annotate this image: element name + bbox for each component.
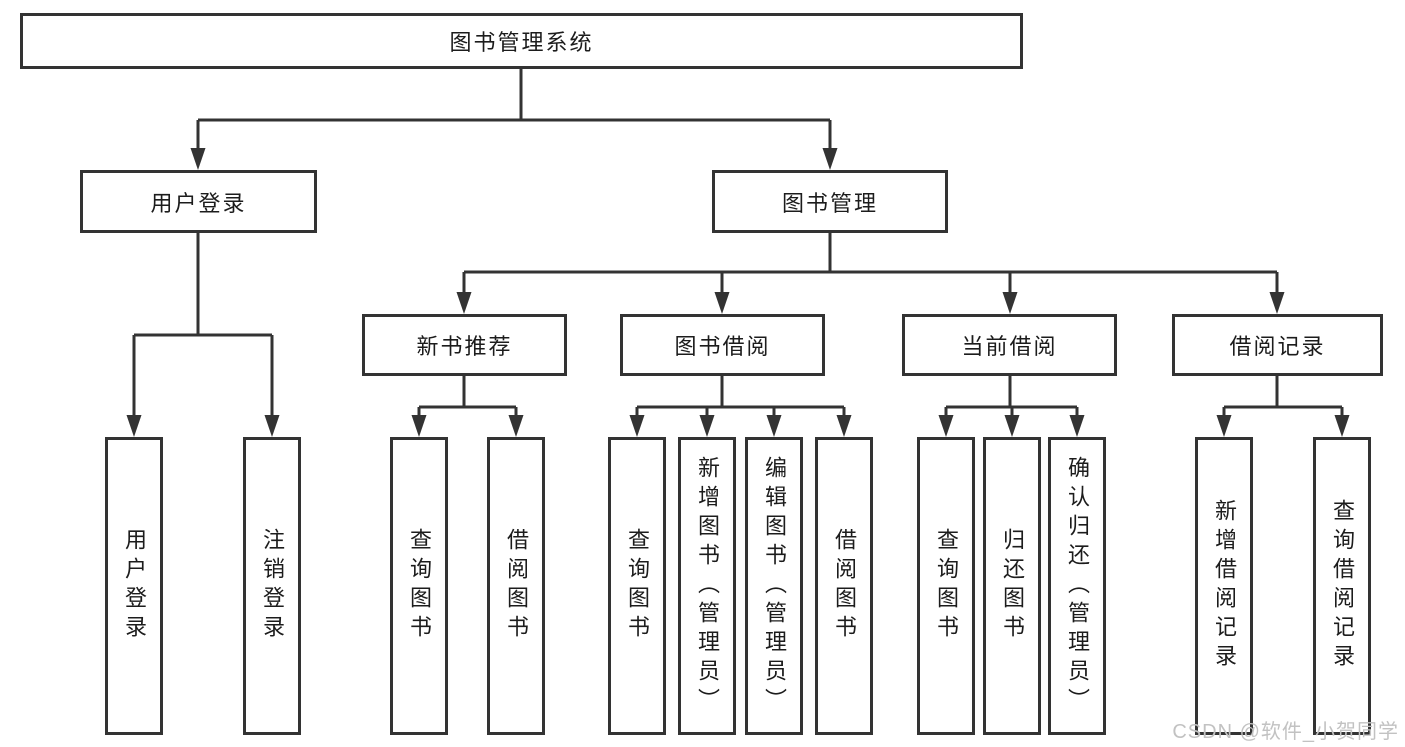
node-label: 借阅记录 [1229,334,1326,359]
node-user-login: 用户登录 [80,170,317,233]
node-label: 新增借阅记录 [1212,499,1237,673]
leaf-confirm-return-admin: 确认归还（管理员） [1048,437,1106,735]
node-label: 用户登录 [150,190,247,216]
node-label: 新书推荐 [416,334,513,359]
arrowhead-group [126,148,1350,437]
leaf-return-books: 归还图书 [983,437,1041,735]
csdn-watermark: CSDN @软件_小贺同学 [1172,721,1399,743]
leaf-add-borrow-record: 新增借阅记录 [1195,437,1253,735]
node-label: 查询图书 [407,528,432,644]
node-label: 借阅图书 [832,528,857,644]
leaf-edit-books-admin: 编辑图书（管理员） [745,437,803,735]
leaf-borrow-books-recommend: 借阅图书 [487,437,545,735]
leaf-query-borrow-record: 查询借阅记录 [1313,437,1371,735]
node-current-borrow: 当前借阅 [902,314,1117,376]
node-book-management-system: 图书管理系统 [20,13,1023,69]
node-label: 查询图书 [934,528,959,644]
leaf-query-books-borrow: 查询图书 [608,437,666,735]
node-label: 用户登录 [122,528,147,644]
node-label: 编辑图书（管理员） [762,455,787,717]
node-label: 归还图书 [1000,528,1025,644]
node-book-borrow: 图书借阅 [620,314,825,376]
node-new-book-recommend: 新书推荐 [362,314,567,376]
node-label: 查询借阅记录 [1330,499,1355,673]
node-label: 确认归还（管理员） [1065,455,1090,717]
leaf-query-books-recommend: 查询图书 [390,437,448,735]
leaf-add-books-admin: 新增图书（管理员） [678,437,736,735]
node-borrow-records: 借阅记录 [1172,314,1383,376]
node-label: 查询图书 [625,528,650,644]
node-label: 图书借阅 [674,334,771,359]
leaf-logout-login: 注销登录 [243,437,301,735]
leaf-query-books-current: 查询图书 [917,437,975,735]
node-label: 注销登录 [260,528,285,644]
node-label: 图书管理系统 [449,30,594,55]
leaf-borrow-books: 借阅图书 [815,437,873,735]
node-label: 新增图书（管理员） [695,455,720,717]
leaf-user-login: 用户登录 [105,437,163,735]
node-label: 借阅图书 [504,528,529,644]
node-label: 当前借阅 [961,334,1058,359]
node-book-management: 图书管理 [712,170,948,233]
node-label: 图书管理 [781,190,878,216]
